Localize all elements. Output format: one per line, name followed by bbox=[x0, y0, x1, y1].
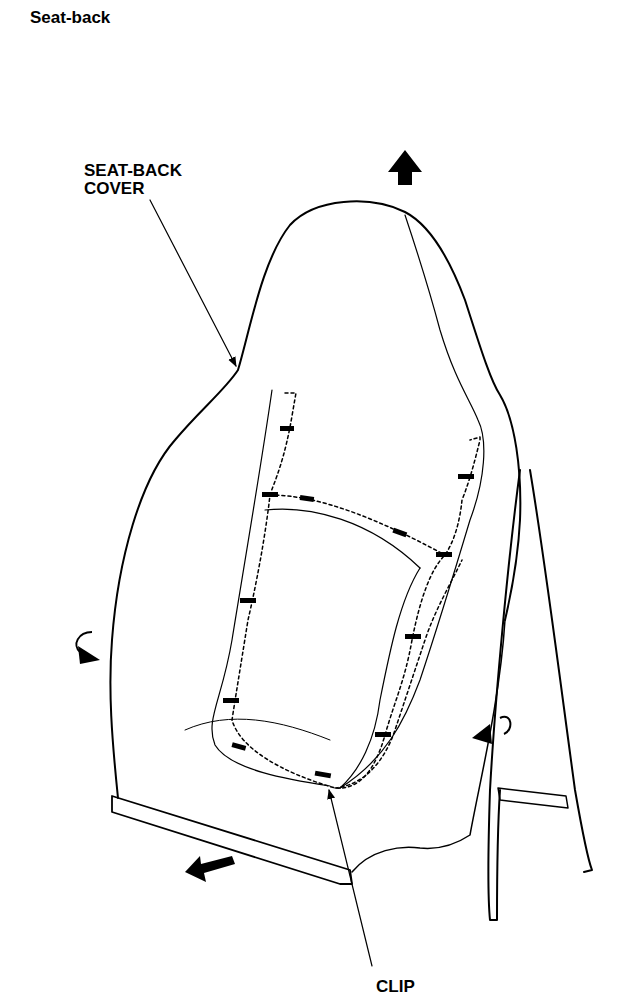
part-name: CLIP bbox=[376, 978, 415, 996]
seam-line bbox=[212, 390, 330, 786]
clip-mark bbox=[262, 492, 278, 497]
back-flap bbox=[489, 470, 521, 920]
pull-arrow bbox=[185, 856, 235, 882]
cover-lower-right bbox=[352, 620, 505, 872]
figure-title: Seat-back bbox=[30, 9, 110, 27]
bottom-bar bbox=[112, 796, 352, 884]
clip-line bbox=[270, 495, 445, 555]
flap-bar bbox=[498, 788, 568, 808]
seam-line bbox=[185, 719, 330, 740]
seam-line bbox=[340, 568, 420, 788]
part-name: SEAT-BACK COVER bbox=[84, 162, 209, 198]
clip-mark bbox=[392, 528, 407, 537]
clip-mark bbox=[300, 495, 315, 502]
turn-arrow bbox=[76, 632, 100, 664]
pull-arrow bbox=[388, 150, 422, 185]
turn-arrow bbox=[472, 717, 510, 744]
cover-outline bbox=[110, 201, 520, 798]
clip-line bbox=[232, 393, 480, 788]
clip-mark bbox=[240, 598, 256, 603]
clip-mark bbox=[280, 426, 294, 431]
clip-mark bbox=[231, 742, 246, 750]
back-flap bbox=[530, 470, 592, 872]
clip-line bbox=[335, 560, 462, 788]
clip-mark bbox=[405, 634, 421, 639]
clip-mark bbox=[223, 698, 239, 703]
seam-line bbox=[265, 509, 420, 568]
clip-mark bbox=[375, 732, 391, 737]
clip-mark bbox=[436, 552, 452, 557]
clip-mark bbox=[315, 771, 332, 779]
leader-line bbox=[150, 200, 236, 366]
clip-mark bbox=[458, 474, 474, 479]
leader-line bbox=[329, 790, 372, 966]
